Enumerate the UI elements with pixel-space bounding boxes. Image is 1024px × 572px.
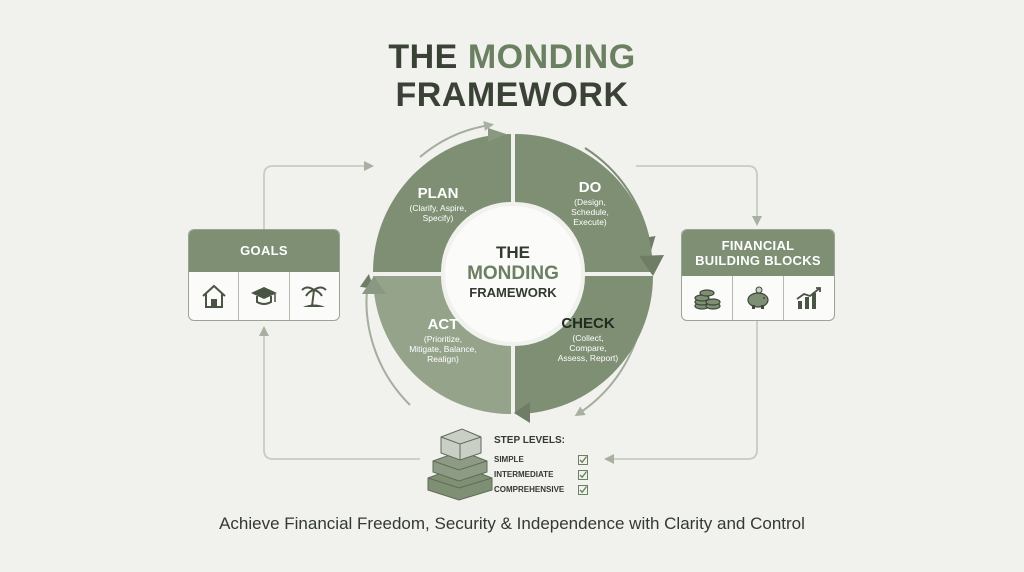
do-arrowhead-icon: [639, 255, 664, 276]
check-sub-1: (Collect,: [572, 333, 603, 343]
step-level-label: SIMPLE: [494, 455, 524, 464]
step-level-row: COMPREHENSIVE: [494, 482, 588, 497]
plan-sub-2: Specify): [423, 213, 454, 223]
stacked-blocks-icon: [427, 428, 493, 501]
fbb-title-line2: BUILDING BLOCKS: [695, 253, 821, 268]
title-line2: FRAMEWORK: [395, 76, 629, 114]
check-title: CHECK: [561, 315, 615, 332]
act-sub-1: (Prioritize,: [424, 334, 462, 344]
plan-arrowhead-icon: [488, 128, 506, 142]
act-sub-2: Mitigate, Balance,: [409, 344, 477, 354]
quadrant-do: [515, 134, 653, 272]
palm-island-icon: [288, 272, 339, 320]
center-line2: MONDING: [467, 263, 559, 284]
check-sub-2: Compare,: [569, 343, 606, 353]
center-line1: THE: [496, 243, 530, 262]
title-accent: MONDING: [467, 38, 636, 76]
check-arrowhead-icon: [514, 402, 530, 423]
tagline: Achieve Financial Freedom, Security & In…: [219, 514, 805, 533]
fbb-title: FINANCIAL BUILDING BLOCKS: [682, 230, 834, 276]
checkbox-checked-icon: [578, 469, 588, 480]
step-levels-title: STEP LEVELS:: [494, 435, 565, 446]
growth-chart-icon: [783, 276, 834, 320]
coin-stack-icon: [682, 276, 732, 320]
connector-lines: [259, 161, 762, 464]
center-line3: FRAMEWORK: [469, 285, 557, 300]
act-title: ACT: [428, 316, 459, 333]
title-prefix: THE: [388, 38, 468, 76]
do-title: DO: [579, 179, 602, 196]
checkbox-checked-icon: [578, 484, 588, 495]
checkbox-checked-icon: [578, 454, 588, 465]
step-level-row: SIMPLE: [494, 452, 588, 467]
graduation-cap-icon: [238, 272, 288, 320]
do-sub-2: Schedule,: [571, 207, 609, 217]
step-level-label: COMPREHENSIVE: [494, 485, 565, 494]
act-sub-3: Realign): [427, 354, 459, 364]
plan-title: PLAN: [418, 185, 459, 202]
goals-title: GOALS: [189, 230, 339, 272]
quadrant-plan: [373, 134, 511, 272]
quadrant-check: [515, 276, 653, 414]
page-title: THE MONDING FRAMEWORK: [0, 38, 1024, 114]
house-icon: [189, 272, 238, 320]
step-levels: STEP LEVELS: SIMPLE INTERMEDIATE COMPREH…: [494, 435, 588, 497]
step-level-label: INTERMEDIATE: [494, 470, 554, 479]
financial-building-blocks-panel: FINANCIAL BUILDING BLOCKS: [681, 229, 835, 321]
plan-sub-1: (Clarify, Aspire,: [410, 203, 467, 213]
center-circle: [445, 206, 581, 342]
check-sub-3: Assess, Report): [558, 353, 619, 363]
do-sub-3: Execute): [573, 217, 607, 227]
step-level-row: INTERMEDIATE: [494, 467, 588, 482]
piggy-bank-icon: [732, 276, 783, 320]
quadrant-act: [373, 276, 511, 414]
act-arrowhead-icon: [362, 276, 386, 294]
fbb-title-line1: FINANCIAL: [721, 238, 795, 253]
do-sub-1: (Design,: [574, 197, 606, 207]
goals-panel: GOALS: [188, 229, 340, 321]
